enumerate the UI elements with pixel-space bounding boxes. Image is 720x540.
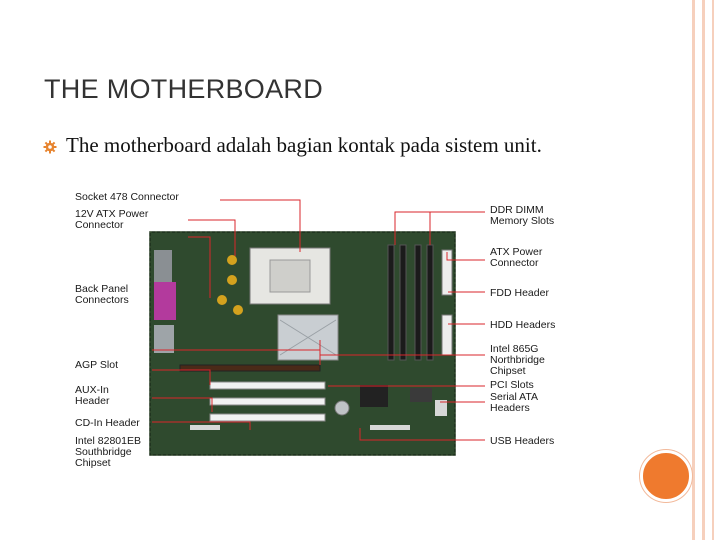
decorative-orange-circle — [640, 450, 692, 502]
pci-slot — [210, 414, 325, 421]
dimm-slot — [388, 245, 394, 360]
motherboard-diagram: Socket 478 Connector 12V ATX Power Conne… — [70, 190, 590, 475]
label-12v-atx-power-connector: 12V ATX Power Connector — [75, 209, 148, 231]
pci-slot — [210, 398, 325, 405]
label-ddr-dimm-memory-slots: DDR DIMM Memory Slots — [490, 205, 554, 227]
dimm-slot — [427, 245, 433, 360]
pci-slot — [210, 382, 325, 389]
gear-bullet-icon — [43, 140, 57, 154]
decorative-edge-line — [702, 0, 705, 540]
ps2-ports — [154, 282, 176, 320]
label-agp-slot: AGP Slot — [75, 360, 118, 371]
motherboard-illustration — [70, 190, 590, 475]
bullet-text: The motherboard adalah bagian kontak pad… — [66, 133, 542, 158]
label-northbridge-chipset: Intel 865G Northbridge Chipset — [490, 344, 545, 377]
slide-title: THE MOTHERBOARD — [44, 74, 323, 105]
label-fdd-header: FDD Header — [490, 288, 549, 299]
dimm-slot — [415, 245, 421, 360]
decorative-edge-line — [692, 0, 695, 540]
label-atx-power-connector: ATX Power Connector — [490, 247, 542, 269]
label-pci-slots: PCI Slots — [490, 380, 534, 391]
label-southbridge-chipset: Intel 82801EB Southbridge Chipset — [75, 436, 141, 469]
dimm-slot — [400, 245, 406, 360]
cmos-battery — [335, 401, 349, 415]
label-hdd-headers: HDD Headers — [490, 320, 555, 331]
label-aux-in-header: AUX-In Header — [75, 385, 109, 407]
label-back-panel-connectors: Back Panel Connectors — [75, 284, 129, 306]
decorative-edge-line — [712, 0, 714, 540]
label-serial-ata-headers: Serial ATA Headers — [490, 392, 538, 414]
label-usb-headers: USB Headers — [490, 436, 554, 447]
southbridge-chip — [360, 385, 388, 407]
label-cd-in-header: CD-In Header — [75, 418, 140, 429]
label-socket-478-connector: Socket 478 Connector — [75, 192, 179, 203]
